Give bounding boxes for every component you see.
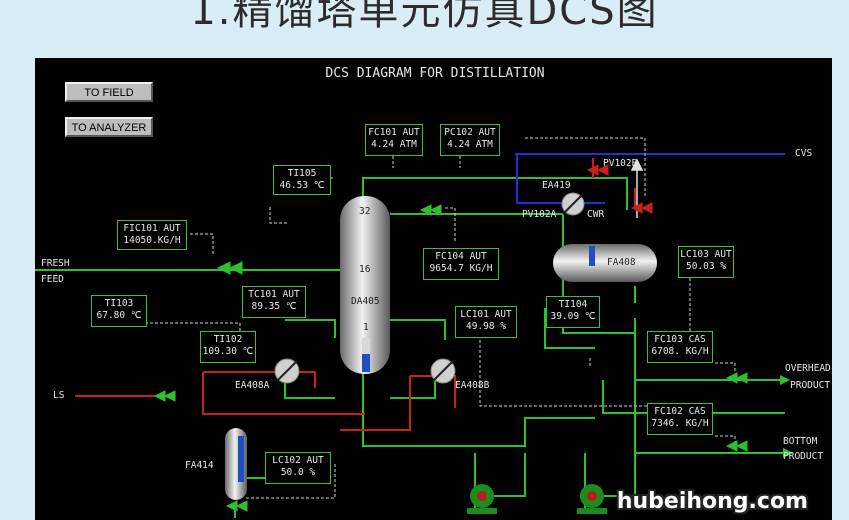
to-field-button[interactable]: TO FIELD bbox=[65, 82, 153, 102]
pump-bottom-1[interactable] bbox=[467, 484, 497, 514]
exchanger-ea408a bbox=[274, 358, 300, 384]
watermark: hubeihong.com bbox=[616, 489, 808, 514]
label-ea419: EA419 bbox=[542, 180, 571, 191]
label-da405: DA405 bbox=[351, 296, 380, 307]
valve-lc102[interactable] bbox=[225, 500, 248, 512]
label-fa414: FA414 bbox=[185, 460, 214, 471]
label-ea408a: EA408A bbox=[235, 380, 270, 391]
drum-fa408 bbox=[553, 244, 657, 282]
to-analyzer-button[interactable]: TO ANALYZER bbox=[65, 117, 153, 137]
process-lines bbox=[35, 137, 793, 518]
label-fresh: FRESH bbox=[41, 258, 70, 269]
label-cwr: CWR bbox=[587, 209, 605, 220]
valve-fc102[interactable] bbox=[725, 440, 748, 452]
label-cvs: CVS bbox=[795, 148, 813, 159]
label-feed: FEED bbox=[41, 274, 64, 285]
page-heading: 1.精馏塔单元仿真DCS图 bbox=[190, 0, 659, 34]
column-da405 bbox=[340, 196, 390, 374]
valve-fc103[interactable] bbox=[725, 372, 748, 384]
dcs-panel: DCS DIAGRAM FOR DISTILLATION TO FIELD TO… bbox=[35, 58, 832, 520]
label-bottom-product: PRODUCT bbox=[783, 451, 824, 462]
label-ea408b: EA408B bbox=[455, 380, 490, 391]
label-tray-16: 16 bbox=[359, 264, 371, 275]
label-overhead-product: PRODUCT bbox=[790, 380, 831, 391]
label-pv102a: PV102A bbox=[522, 209, 557, 220]
diagram-title: DCS DIAGRAM FOR DISTILLATION bbox=[325, 66, 545, 81]
label-tray-1: 1 bbox=[363, 322, 369, 333]
label-overhead: OVERHEAD bbox=[785, 363, 831, 374]
label-tray-32: 32 bbox=[359, 206, 371, 217]
label-bottom: BOTTOM bbox=[783, 436, 818, 447]
label-fa408: FA408 bbox=[607, 257, 636, 268]
exchanger-ea408b bbox=[430, 358, 456, 384]
exchanger-ea419 bbox=[561, 192, 585, 216]
valve-fc104[interactable] bbox=[419, 204, 442, 216]
label-ls: LS bbox=[53, 390, 65, 401]
valve-fic101[interactable] bbox=[216, 261, 243, 275]
label-pv102b: PV102B bbox=[603, 158, 638, 169]
valve-pv102a[interactable] bbox=[630, 202, 653, 214]
valve-pv102b[interactable] bbox=[586, 164, 609, 176]
valve-ls[interactable] bbox=[153, 390, 176, 402]
pump-bottom-2[interactable] bbox=[577, 484, 607, 514]
